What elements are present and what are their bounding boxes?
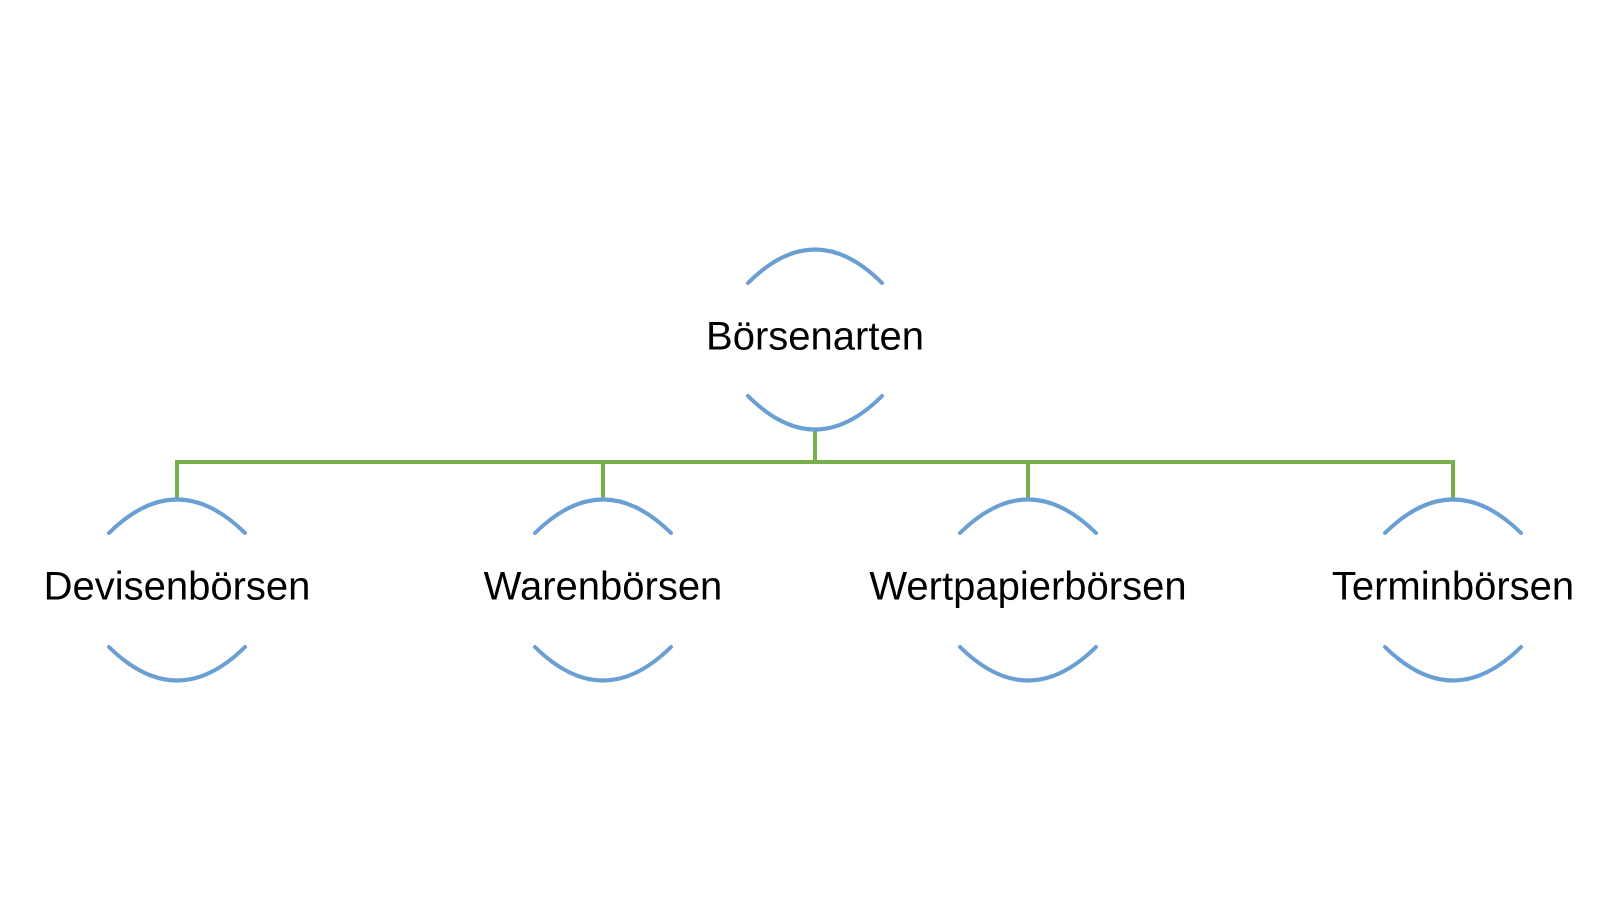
child-node-devisenboersen: Devisenbörsen xyxy=(44,497,311,683)
child-top-arc xyxy=(1383,497,1523,535)
child-bottom-arc xyxy=(1383,645,1523,683)
child-node-wertpapierboersen: Wertpapierbörsen xyxy=(869,497,1187,683)
child-node-terminboersen: Terminbörsen xyxy=(1332,497,1574,683)
child-bottom-arc xyxy=(533,645,673,683)
root-bottom-arc xyxy=(746,394,884,432)
child-top-arc xyxy=(533,497,673,535)
root-top-arc xyxy=(746,247,884,285)
child-label: Warenbörsen xyxy=(484,565,723,609)
connector-lines xyxy=(175,428,1455,501)
child-label: Devisenbörsen xyxy=(44,565,311,609)
child-top-arc xyxy=(958,497,1098,535)
child-node-warenboersen: Warenbörsen xyxy=(484,497,723,683)
child-label: Wertpapierbörsen xyxy=(869,565,1186,609)
child-bottom-arc xyxy=(107,645,247,683)
child-top-arc xyxy=(107,497,247,535)
child-bottom-arc xyxy=(958,645,1098,683)
root-node: Börsenarten xyxy=(706,247,924,432)
child-label: Terminbörsen xyxy=(1332,565,1574,609)
root-label: Börsenarten xyxy=(706,315,924,359)
